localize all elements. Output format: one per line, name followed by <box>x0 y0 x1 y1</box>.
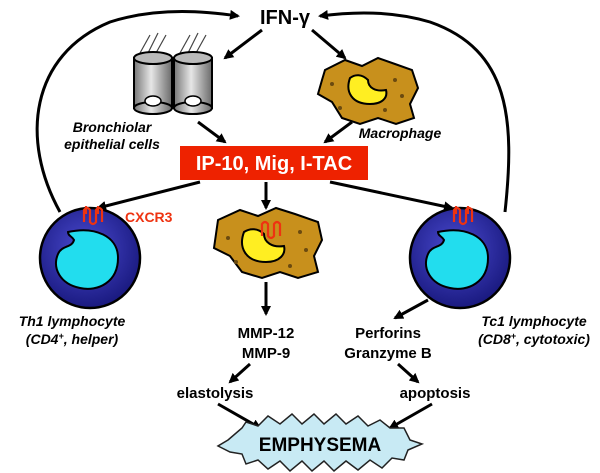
tc1-to-perforins-arrow <box>393 298 429 320</box>
apoptosis-to-emphysema-arrow <box>388 402 433 430</box>
granzyme-to-apoptosis-arrow <box>396 362 420 384</box>
ifn-to-macrophage-arrow <box>311 28 347 60</box>
cxcr3-label: CXCR3 <box>125 209 173 225</box>
emphysema-label: EMPHYSEMA <box>259 435 382 456</box>
macrophage-icon-middle <box>212 206 324 280</box>
tc1-label-line1: Tc1 lymphocyte <box>481 313 587 329</box>
tc1-lymphocyte-icon <box>408 206 512 310</box>
bronchiolar-label-line1: Bronchiolar <box>73 119 153 135</box>
mmp9-label: MMP-9 <box>242 345 290 362</box>
ifn-gamma-label: IFN-γ <box>260 7 311 29</box>
cxcr3-receptor-icon-macrophage <box>260 220 282 240</box>
ifn-to-epithelial-arrow <box>223 28 263 60</box>
chemokine-to-tc1-arrow <box>329 180 454 212</box>
elastolysis-label: elastolysis <box>177 385 254 402</box>
chemokine-box <box>180 146 368 180</box>
macrophage-label: Macrophage <box>359 125 442 141</box>
th1-label-line1: Th1 lymphocyte <box>19 313 126 329</box>
cxcr3-receptor-icon-tc1 <box>452 206 474 226</box>
macrophage-to-chemokine-arrow <box>323 120 353 144</box>
chemokine-label: IP-10, Mig, I-TAC <box>196 153 352 175</box>
th1-lymphocyte-icon <box>38 206 142 310</box>
mmp-to-elastolysis-arrow <box>228 362 252 384</box>
epithelial-to-chemokine-arrow <box>197 120 227 144</box>
epithelial-cells-icon <box>133 32 213 115</box>
granzyme-label: Granzyme B <box>344 345 432 362</box>
th1-label-line2: (CD4+, helper) <box>26 331 119 347</box>
perforins-label: Perforins <box>355 325 421 342</box>
th1-to-ifn-arrow <box>35 9 240 213</box>
tc1-label-line2: (CD8+, cytotoxic) <box>478 331 590 347</box>
macrophage-icon-top <box>316 56 420 126</box>
cxcr3-receptor-icon-th1 <box>82 206 104 226</box>
mmp12-label: MMP-12 <box>238 325 295 342</box>
emphysema-starburst <box>216 412 425 473</box>
apoptosis-label: apoptosis <box>400 385 471 402</box>
bronchiolar-label-line2: epithelial cells <box>64 136 160 152</box>
chemokine-to-th1-arrow <box>96 180 201 211</box>
tc1-to-ifn-arrow <box>318 9 511 213</box>
